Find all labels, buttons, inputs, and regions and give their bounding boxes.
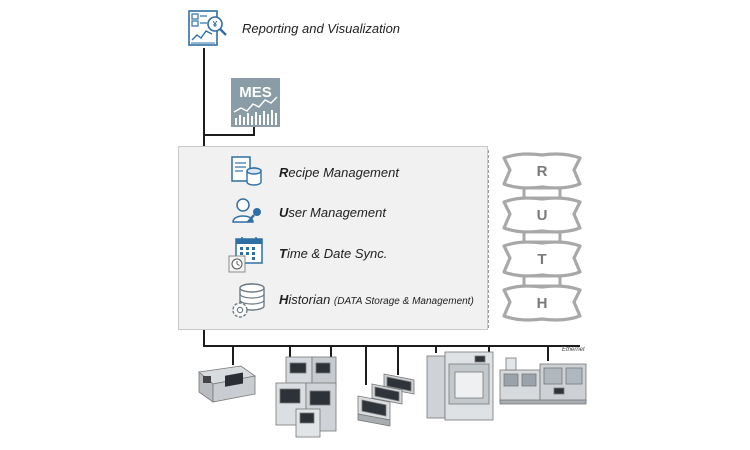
report-chart-icon: ¥ bbox=[188, 10, 227, 46]
recipe-rest: ecipe Management bbox=[288, 165, 399, 180]
terminal-stations-image bbox=[357, 373, 415, 427]
cabinet-machines-image bbox=[275, 356, 337, 438]
mes-connector-line bbox=[203, 134, 255, 136]
user-management-label: User Management bbox=[279, 205, 386, 220]
historian-rest: istorian bbox=[288, 292, 334, 307]
drop-line-5 bbox=[397, 345, 399, 375]
reporting-label: Reporting and Visualization bbox=[242, 21, 401, 36]
drop-line-6 bbox=[435, 345, 437, 353]
ruth-vertebra-stack: R U T H bbox=[502, 152, 582, 322]
time-initial: T bbox=[279, 246, 287, 261]
panel-dashed-border bbox=[488, 150, 489, 328]
services-panel bbox=[178, 146, 488, 330]
drop-line-2 bbox=[289, 345, 291, 365]
inspection-machine-image bbox=[198, 365, 256, 403]
mes-label: MES bbox=[239, 84, 272, 101]
vertebra-disc-3 bbox=[522, 274, 562, 288]
recipe-document-icon bbox=[231, 156, 262, 186]
drop-line-8 bbox=[547, 345, 549, 361]
drop-line-4 bbox=[365, 345, 367, 385]
svg-text:¥: ¥ bbox=[213, 20, 218, 29]
historian-label: Historian (DATA Storage & Management) bbox=[279, 292, 474, 307]
historian-detail: (DATA Storage & Management) bbox=[333, 296, 474, 307]
recipe-management-label: Recipe Management bbox=[279, 165, 399, 180]
recipe-initial: R bbox=[279, 165, 289, 180]
vertebra-disc-1 bbox=[522, 186, 562, 200]
ruth-letter-t: T bbox=[537, 251, 546, 268]
time-rest: ime & Date Sync. bbox=[286, 246, 388, 261]
mes-drop-line bbox=[253, 126, 255, 136]
user-key-icon bbox=[232, 198, 261, 223]
vertebra-disc-2 bbox=[522, 230, 562, 244]
ruth-letter-h: H bbox=[537, 295, 548, 312]
calendar-clock-icon bbox=[228, 237, 263, 273]
drop-line-1 bbox=[232, 345, 234, 365]
mes-trend-graphic bbox=[233, 96, 278, 125]
ethernet-label: Ethernet bbox=[562, 347, 585, 353]
packaging-line-image bbox=[499, 357, 587, 405]
database-gear-icon bbox=[232, 283, 265, 318]
ruth-letter-r: R bbox=[537, 163, 548, 180]
user-initial: U bbox=[279, 205, 289, 220]
user-rest: ser Management bbox=[288, 205, 386, 220]
drop-line-3 bbox=[330, 345, 332, 363]
mes-chart-logo: MES bbox=[231, 78, 280, 127]
historian-initial: H bbox=[279, 292, 289, 307]
process-cabinets-image bbox=[426, 351, 494, 421]
ethernet-bus-line bbox=[203, 345, 580, 347]
ruth-letter-u: U bbox=[537, 207, 548, 224]
time-date-sync-label: Time & Date Sync. bbox=[279, 246, 387, 261]
